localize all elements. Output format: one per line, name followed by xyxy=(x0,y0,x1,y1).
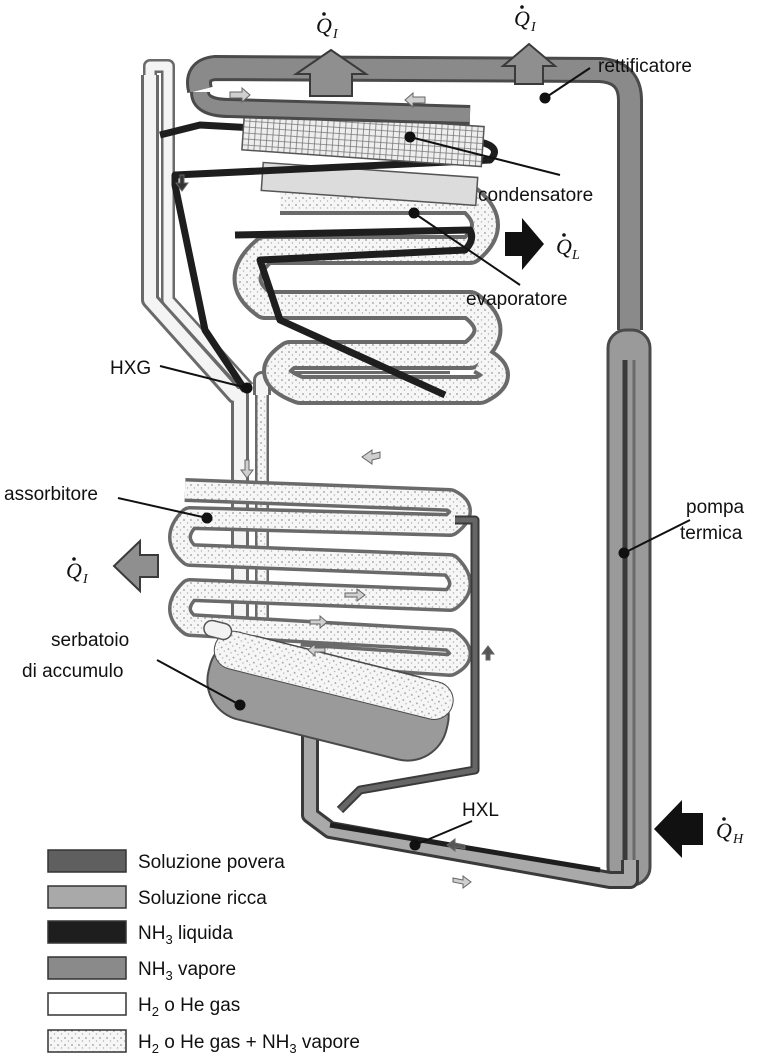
callout-condensatore: condensatore xyxy=(404,131,593,206)
heat-arrow-qi-left xyxy=(112,538,159,594)
label-hxl: HXL xyxy=(462,800,499,821)
label-qi-top-left: Q I xyxy=(316,12,339,42)
svg-text:Q: Q xyxy=(66,558,82,583)
label-pompa: pompa xyxy=(686,497,745,518)
svg-text:Soluzione ricca: Soluzione ricca xyxy=(138,888,267,909)
legend-item-soluzione-povera: Soluzione povera xyxy=(47,849,285,873)
svg-text:I: I xyxy=(530,20,537,35)
heat-arrow-qi-top-left xyxy=(292,48,370,97)
svg-text:I: I xyxy=(82,572,89,587)
label-hxg: HXG xyxy=(110,358,151,379)
label-rettificatore: rettificatore xyxy=(598,56,692,77)
legend-item-h2-he-gas: H2 o He gas xyxy=(47,992,240,1019)
rectifier-line xyxy=(186,55,643,330)
heat-arrow-qi-top-right xyxy=(500,42,558,85)
legend-item-nh3-liquida: NH3 liquida xyxy=(47,920,233,947)
label-qh: Q H xyxy=(716,817,744,847)
svg-text:NH3 vapore: NH3 vapore xyxy=(138,959,236,983)
legend: Soluzione povera Soluzione ricca NH3 liq… xyxy=(47,849,360,1056)
label-condensatore: condensatore xyxy=(478,185,593,206)
svg-text:Q: Q xyxy=(716,818,732,843)
callout-serbatoio: serbatoio di accumulo xyxy=(22,630,246,711)
callout-evaporatore: evaporatore xyxy=(408,207,567,310)
label-di-accumulo: di accumulo xyxy=(22,661,123,682)
svg-text:Soluzione povera: Soluzione povera xyxy=(138,852,285,873)
callout-pompa-termica: pompa termica xyxy=(618,497,745,559)
heat-arrow-qh xyxy=(654,800,703,858)
svg-text:L: L xyxy=(571,248,580,263)
legend-item-nh3-vapore: NH3 vapore xyxy=(47,956,236,983)
gas-loop-pipes xyxy=(141,59,450,650)
callout-hxg: HXG xyxy=(110,358,253,394)
callout-rettificatore: rettificatore xyxy=(539,56,692,104)
svg-text:H2 o He gas: H2 o He gas xyxy=(138,995,240,1019)
svg-text:NH3 liquida: NH3 liquida xyxy=(138,923,233,947)
absorber-coil xyxy=(168,478,472,677)
label-qi-top-right: Q I xyxy=(514,5,537,35)
reservoir-tank xyxy=(203,619,454,762)
callout-hxl: HXL xyxy=(409,800,499,851)
evaporator-coil xyxy=(232,161,510,405)
label-assorbitore: assorbitore xyxy=(4,484,98,505)
callout-assorbitore: assorbitore xyxy=(4,484,213,524)
label-evaporatore: evaporatore xyxy=(466,289,567,310)
svg-text:I: I xyxy=(332,27,339,42)
svg-text:Q: Q xyxy=(514,6,530,31)
label-serbatoio: serbatoio xyxy=(51,630,129,651)
flow-arrows xyxy=(175,86,495,889)
svg-text:Q: Q xyxy=(556,234,572,259)
svg-text:Q: Q xyxy=(316,13,332,38)
legend-item-soluzione-ricca: Soluzione ricca xyxy=(47,885,267,909)
label-ql: Q L xyxy=(556,233,580,263)
svg-text:H: H xyxy=(732,832,744,847)
legend-item-h2-he-nh3: H2 o He gas + NH3 vapore xyxy=(47,1029,360,1056)
pump-column xyxy=(606,328,652,887)
label-termica: termica xyxy=(680,523,743,544)
weak-solution-line xyxy=(336,515,480,814)
heat-arrow-ql xyxy=(505,218,544,270)
svg-text:H2 o He gas + NH3 vapore: H2 o He gas + NH3 vapore xyxy=(138,1032,360,1056)
label-qi-left: Q I xyxy=(66,557,89,587)
